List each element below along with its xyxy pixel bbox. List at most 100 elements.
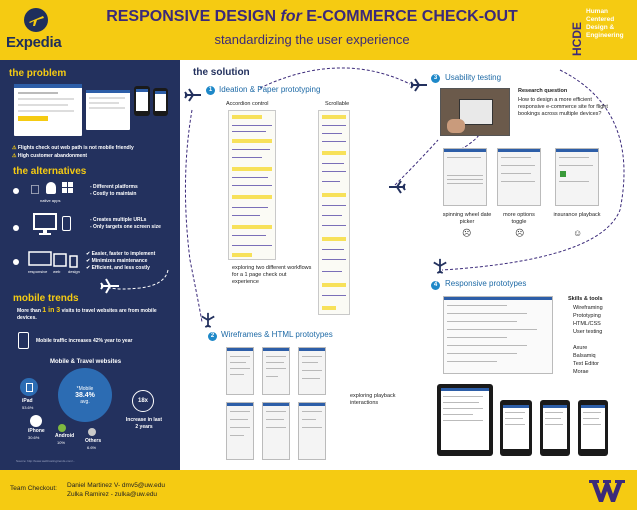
bullet-dot <box>13 259 19 265</box>
finding-label: insurance playback <box>553 212 601 218</box>
airplane-icon <box>432 258 448 274</box>
bullet-dot <box>13 188 19 194</box>
responsive-point: ✔ Easier, faster to implement <box>86 251 156 257</box>
problem-title: the problem <box>9 68 67 79</box>
increase-label: Increase in last 2 years <box>125 417 163 430</box>
stage4-title: Responsive prototypes <box>445 279 527 288</box>
tool-item: Morae <box>573 369 589 375</box>
desktop-icon <box>32 212 60 238</box>
phone-screenshot <box>153 88 168 116</box>
date-picker-screen <box>443 148 487 206</box>
check-icon: ✔ <box>86 258 92 264</box>
footer-banner: Team Checkout: Daniel Martinez V- dmv5@u… <box>0 470 637 510</box>
stage1-title: Ideation & Paper prototyping <box>219 85 321 94</box>
title-part2: E-COMMERCE CHECK-OUT <box>301 8 518 25</box>
skill-item: Wireframing <box>573 305 603 311</box>
responsive-desktop-prototype <box>443 296 553 374</box>
poster-title: RESPONSIVE DESIGN for E-COMMERCE CHECK-O… <box>92 8 532 26</box>
team-member: Zulka Ramirez - zulka@uw.edu <box>67 491 158 498</box>
responsive-point: ✔ Minimizes maintenance <box>86 258 148 264</box>
usability-test-photo <box>440 88 510 136</box>
html-prototype-screen <box>298 402 326 460</box>
wireframe-screen <box>226 347 254 395</box>
mobile-phone-icon <box>18 332 29 349</box>
phone-screenshot <box>134 86 150 116</box>
scrollable-paper-prototype <box>318 110 350 315</box>
team-members: Daniel Martinez V- dmv5@uw.edu Zulka Ram… <box>67 481 165 499</box>
globe-plane-icon <box>24 8 48 32</box>
iphone-bubble <box>30 415 42 427</box>
stage-number: 3 <box>431 74 440 83</box>
happy-face-icon: ☺ <box>573 228 583 238</box>
center-label: *Mobile <box>76 385 94 392</box>
options-toggle-screen <box>497 148 541 206</box>
skill-item: Prototyping <box>573 313 601 319</box>
others-value: 6.6% <box>87 445 97 450</box>
responsive-label: web <box>53 269 61 274</box>
airplane-icon <box>410 78 428 92</box>
airplane-icon <box>388 180 406 194</box>
iphone-label: iPhone <box>28 428 45 434</box>
accordion-paper-prototype <box>228 110 276 260</box>
hcde-line: Engineering <box>586 32 624 39</box>
responsive-label: responsive <box>28 269 48 274</box>
phone-device <box>540 400 570 456</box>
warning-icon: ⚠ <box>12 153 18 159</box>
uw-logo <box>588 478 626 504</box>
trends-visits: More than 1 in 3 visits to travel websit… <box>17 307 157 321</box>
stage3-title: Usability testing <box>445 73 502 82</box>
hcde-acronym: HCDE <box>570 21 584 56</box>
phone-outline-icon <box>62 216 71 231</box>
check-icon: ✔ <box>86 265 92 271</box>
mobile-average-bubble: *Mobile 38.4% avg. <box>58 368 112 422</box>
stage2-title: Wireframes & HTML prototypes <box>221 330 333 339</box>
hcde-line: Human <box>586 8 609 15</box>
skill-item: HTML/CSS <box>573 321 601 327</box>
insurance-playback-screen <box>555 148 599 206</box>
hcde-logo: HCDE Human Centered Design & Engineering <box>568 4 634 56</box>
problem-point: ⚠ High customer abandonment <box>12 153 88 159</box>
iphone-value: 30.6% <box>28 435 40 440</box>
stage2-caption: exploring playback interactions <box>350 393 396 406</box>
stage-number: 1 <box>206 86 215 95</box>
increase-bubble: 18x <box>132 390 154 412</box>
stage1-caption: exploring two different workflows for a … <box>232 265 312 285</box>
ipad-value: 53.6% <box>22 405 34 410</box>
team-member: Daniel Martinez V- dmv5@uw.edu <box>67 482 166 489</box>
tablet-checkout-screenshot <box>86 90 130 130</box>
bullet-dot <box>13 225 19 231</box>
airplane-icon <box>100 278 120 294</box>
html-prototype-screen <box>226 402 254 460</box>
phone-device <box>578 400 608 456</box>
alternatives-title: the alternatives <box>13 166 87 177</box>
tablet-icon <box>25 382 33 392</box>
poster-subtitle: standardizing the user experience <box>214 32 410 47</box>
skills-title: Skills & tools <box>568 296 603 302</box>
others-bubble <box>88 428 96 436</box>
airplane-icon <box>200 312 216 328</box>
accordion-label: Accordion control <box>226 101 269 107</box>
flight-path-line <box>109 269 169 290</box>
warning-icon: ⚠ <box>12 145 18 151</box>
research-question-text: How to design a more efficient responsiv… <box>518 97 608 117</box>
hcde-line: Centered <box>586 16 615 23</box>
android-bubble <box>58 424 66 432</box>
hcde-name: Human Centered Design & Engineering <box>586 8 636 40</box>
stage-number: 2 <box>208 332 217 341</box>
ipad-label: iPad <box>22 398 33 404</box>
others-label: Others <box>85 438 102 444</box>
center-value: 38.4% <box>75 391 95 399</box>
sad-face-icon: ☹ <box>515 228 525 238</box>
finding-label: spinning wheel date picker <box>442 212 492 225</box>
title-part1: RESPONSIVE DESIGN <box>106 8 281 25</box>
title-for: for <box>280 8 302 25</box>
solution-title: the solution <box>193 67 250 78</box>
center-sub: avg. <box>80 398 90 405</box>
html-prototype-screen <box>262 402 290 460</box>
windows-icon <box>62 182 74 194</box>
urls-point: - Only targets one screen size <box>90 224 161 230</box>
problem-point: ⚠ Flights check out web path is not mobi… <box>12 145 134 151</box>
scrollable-label: Scrollable <box>325 101 350 107</box>
stage-number: 4 <box>431 281 440 290</box>
